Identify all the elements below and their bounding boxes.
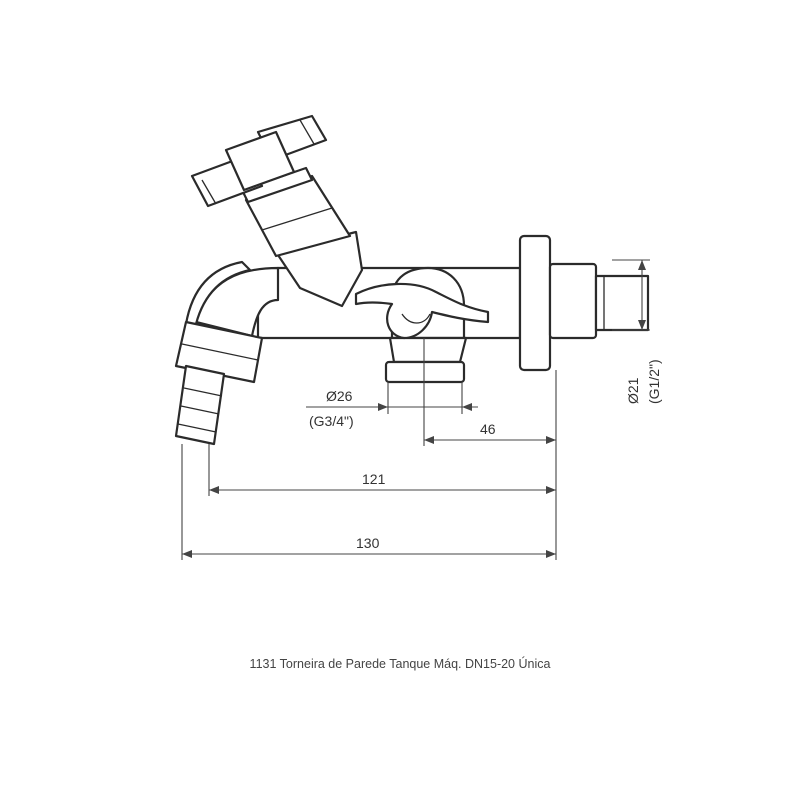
handle-hub <box>224 130 296 192</box>
nut-line <box>181 343 259 361</box>
dimension-label-130: 130 <box>356 535 380 551</box>
dimension-wall-diameter: Ø21 (G1/2") <box>612 259 662 404</box>
dimension-label-121: 121 <box>362 471 386 487</box>
dimension-hose-diameter: Ø26 (G3/4") <box>306 382 478 429</box>
valve-bonnet <box>240 166 364 308</box>
cross-handle <box>190 114 328 208</box>
dimension-label-wall-diameter: Ø21 <box>625 377 641 404</box>
handle-detail <box>201 179 217 205</box>
outlet-spout <box>388 336 468 364</box>
barb-ring-3 <box>177 423 217 433</box>
flange-neck <box>548 262 598 340</box>
dimension-label-wall-thread: (G1/2") <box>646 359 662 404</box>
drawing-caption: 1131 Torneira de Parede Tanque Máq. DN15… <box>249 657 551 671</box>
dimension-130: 130 <box>182 535 556 558</box>
wall-flange <box>518 234 552 372</box>
dimension-label-46: 46 <box>480 421 496 437</box>
lever-handle <box>354 282 490 340</box>
wall-connection <box>518 234 650 372</box>
hose-barb <box>174 364 226 446</box>
dimension-label-hose-thread: (G3/4") <box>309 413 354 429</box>
outlet-nut <box>384 360 466 384</box>
handle-detail-2 <box>299 119 315 145</box>
dimension-121: 121 <box>209 471 556 494</box>
hose-connection <box>174 320 264 446</box>
barb-ring-1 <box>183 387 223 397</box>
dimension-label-hose-diameter: Ø26 <box>326 388 353 404</box>
lever-detail <box>401 313 431 324</box>
barb-ring-2 <box>180 405 220 415</box>
second-outlet <box>354 266 490 384</box>
dimension-46: 46 <box>423 338 556 446</box>
bonnet-line <box>261 207 333 231</box>
